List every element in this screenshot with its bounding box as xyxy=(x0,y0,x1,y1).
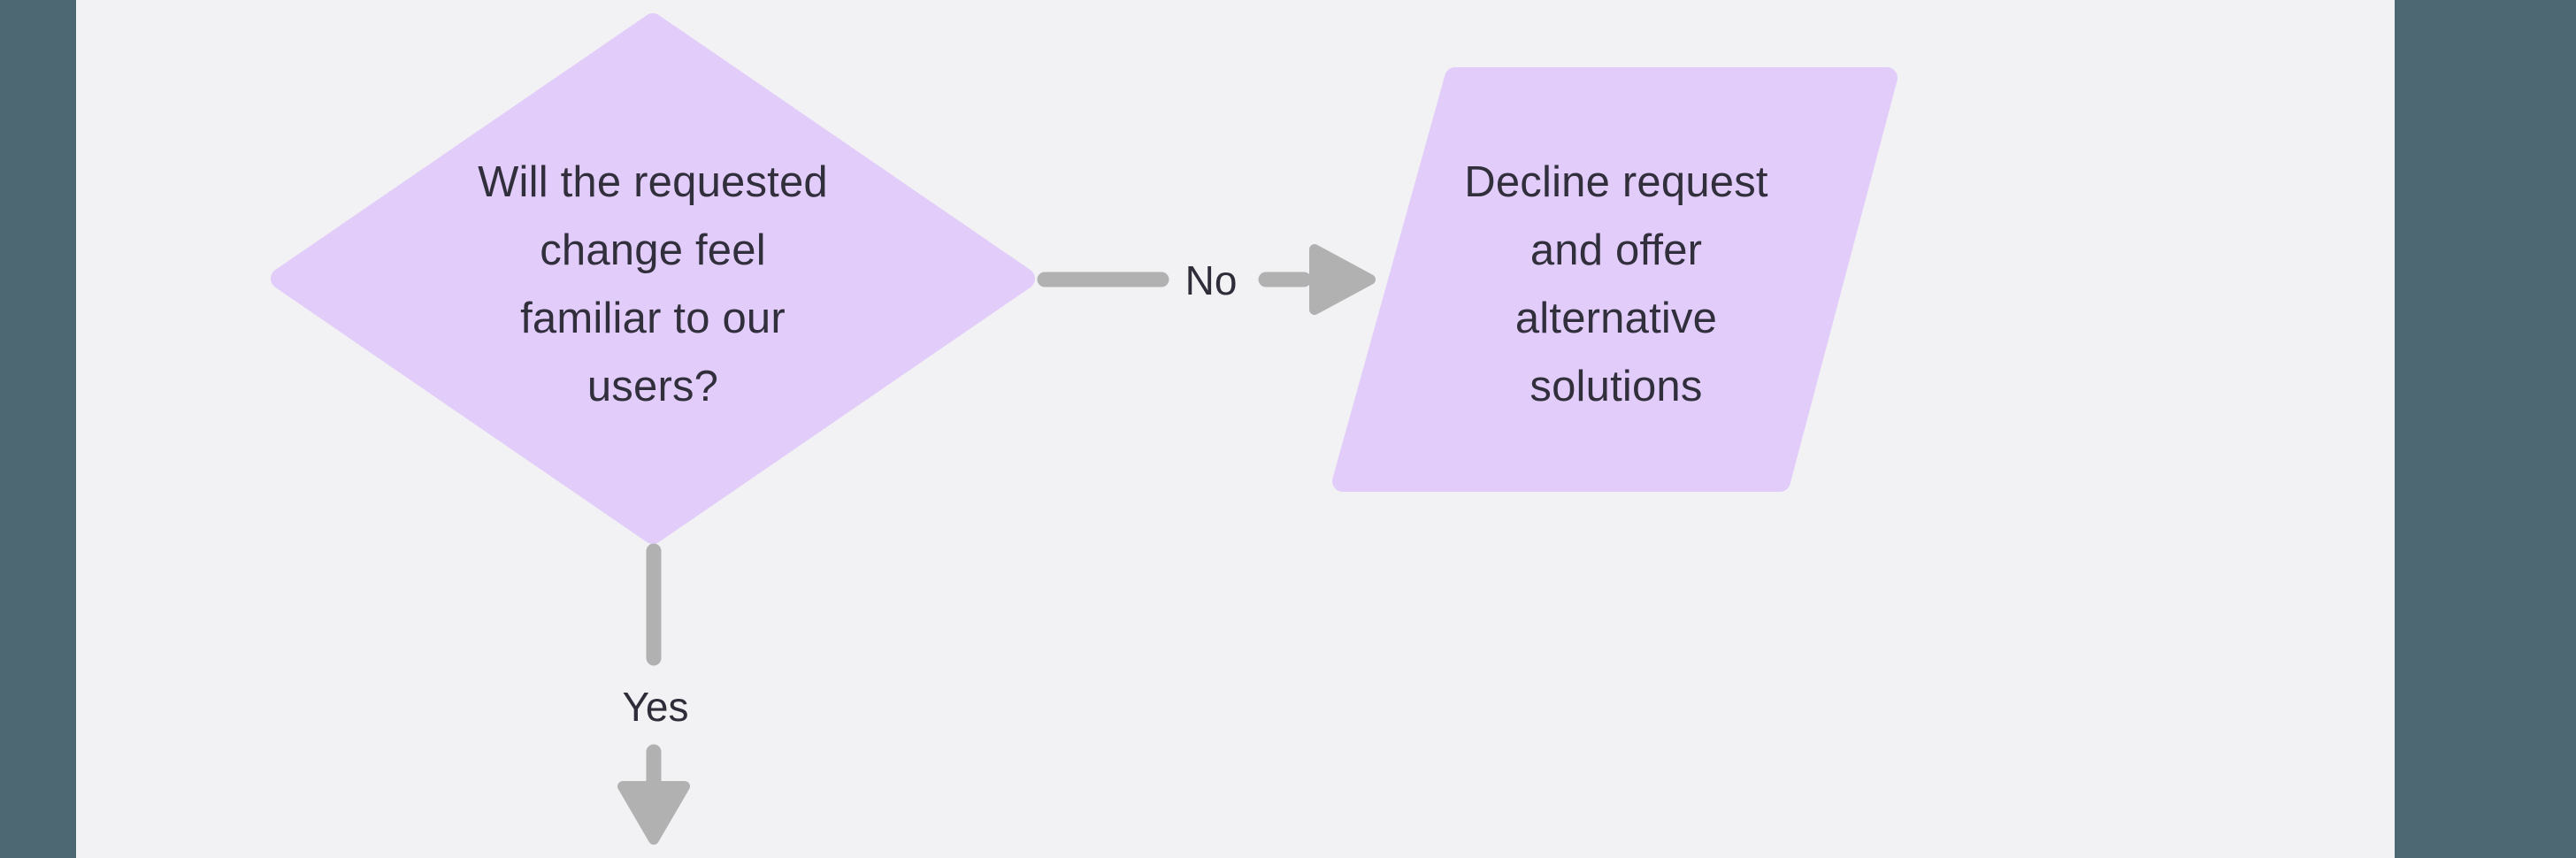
canvas-edge-left xyxy=(0,0,76,858)
yes-connector-label: Yes xyxy=(622,684,689,730)
decline-node-label: Decline request and offer alternative so… xyxy=(1464,158,1768,410)
no-connector[interactable] xyxy=(1037,244,1376,315)
decision-node-label: Will the requested change feel familiar … xyxy=(478,158,828,410)
no-connector-label: No xyxy=(1184,257,1238,303)
canvas-edge-right xyxy=(2395,0,2576,858)
decision-diamond-node[interactable] xyxy=(271,13,1035,544)
yes-arrowhead-icon xyxy=(617,781,690,845)
no-arrowhead-icon xyxy=(1309,244,1376,315)
decline-parallelogram-node[interactable] xyxy=(1332,67,1898,492)
yes-connector[interactable] xyxy=(617,543,690,845)
